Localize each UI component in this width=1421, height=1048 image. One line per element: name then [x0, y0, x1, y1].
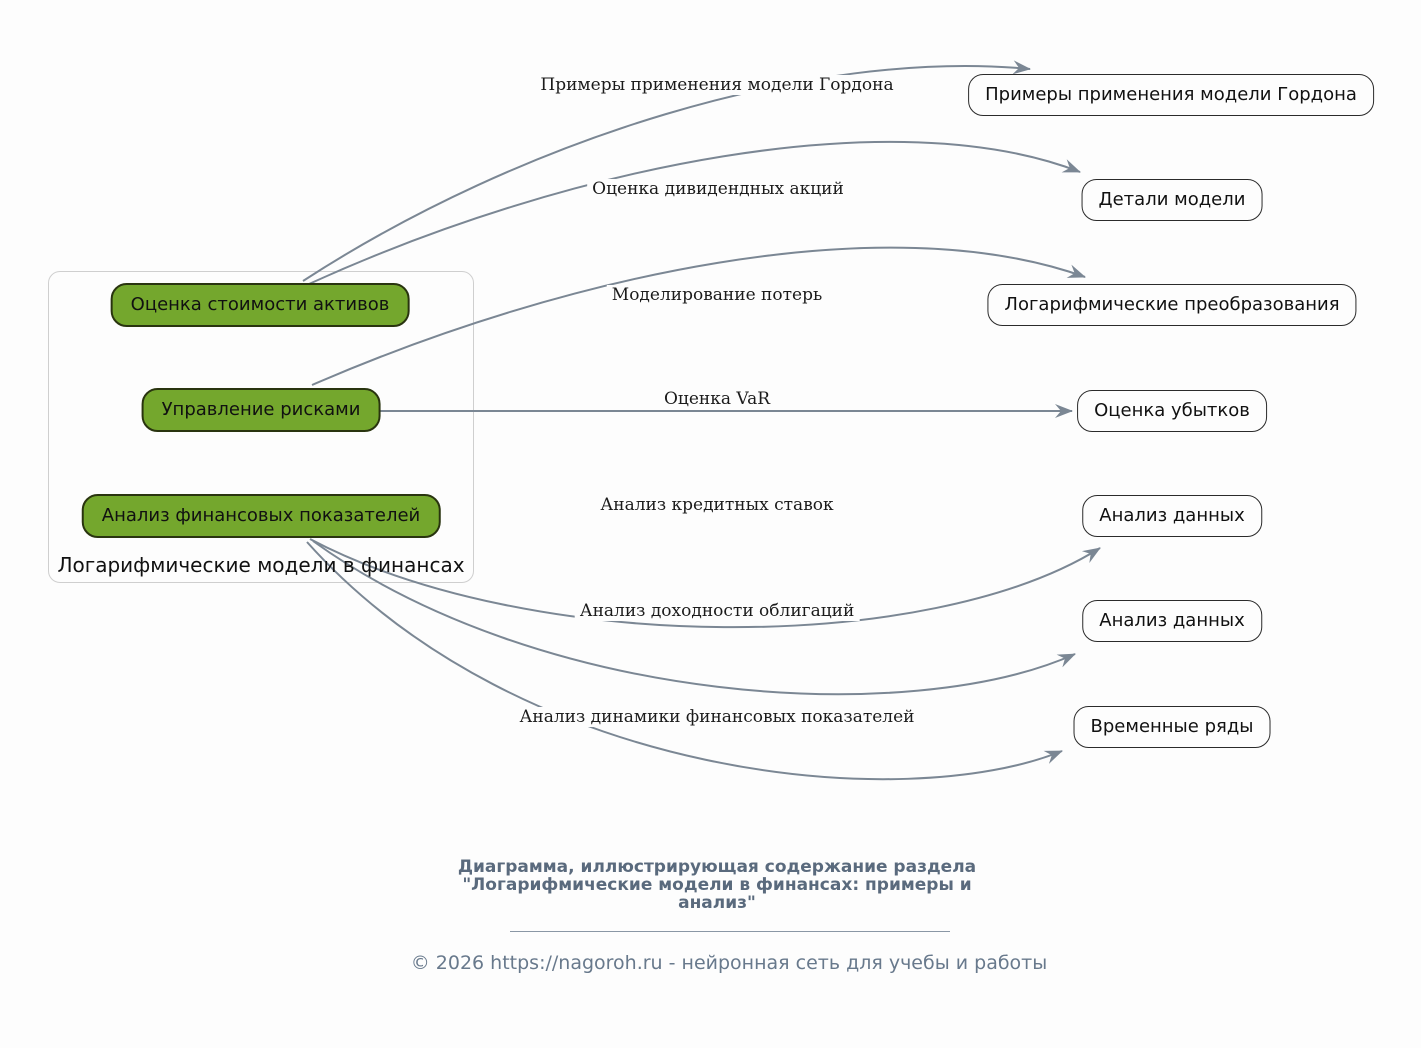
- edge-label-credit-rates: Анализ кредитных ставок: [595, 495, 839, 515]
- node-loss-estimation: Оценка убытков: [1077, 390, 1267, 432]
- cluster-label: Логарифмические модели в финансах: [57, 553, 465, 577]
- edge-label-gordon-examples: Примеры применения модели Гордона: [535, 75, 899, 95]
- node-data-analysis-2: Анализ данных: [1082, 600, 1262, 642]
- edge-loss-modeling: [311, 246, 1086, 386]
- edge-label-indicator-dynamics: Анализ динамики финансовых показателей: [514, 707, 920, 727]
- node-risk-management: Управление рисками: [141, 388, 381, 432]
- node-financial-indicators: Анализ финансовых показателей: [81, 494, 441, 538]
- node-data-analysis-1: Анализ данных: [1082, 495, 1262, 537]
- edge-label-bond-yield: Анализ доходности облигаций: [574, 601, 860, 621]
- node-model-details: Детали модели: [1081, 179, 1263, 221]
- edge-credit-rates: [309, 538, 1101, 629]
- edge-gordon-examples: [302, 60, 1031, 282]
- node-gordon-examples: Примеры применения модели Гордона: [968, 74, 1374, 116]
- edge-indicator-dynamics: [306, 541, 1063, 781]
- edge-bond-yield: [312, 540, 1076, 696]
- footer-divider: [510, 931, 950, 932]
- footer-caption-line-1: Диаграмма, иллюстрирующая содержание раз…: [457, 857, 977, 877]
- node-time-series: Временные ряды: [1073, 706, 1271, 748]
- cluster-box: [48, 271, 474, 583]
- node-log-transformations: Логарифмические преобразования: [987, 284, 1357, 326]
- footer-caption: Диаграмма, иллюстрирующая содержание раз…: [427, 858, 1007, 912]
- footer-caption-line-2: "Логарифмические модели в финансах: прим…: [462, 875, 972, 895]
- edge-label-var-estimation: Оценка VaR: [658, 389, 776, 409]
- edge-dividend-valuation: [308, 140, 1081, 285]
- edge-label-loss-modeling: Моделирование потерь: [606, 285, 828, 305]
- copyright-text: © 2026 https://nagoroh.ru - нейронная се…: [410, 952, 1048, 974]
- footer-caption-line-3: анализ": [678, 893, 756, 913]
- edge-label-dividend-valuation: Оценка дивидендных акций: [587, 179, 849, 199]
- node-asset-valuation: Оценка стоимости активов: [110, 283, 410, 327]
